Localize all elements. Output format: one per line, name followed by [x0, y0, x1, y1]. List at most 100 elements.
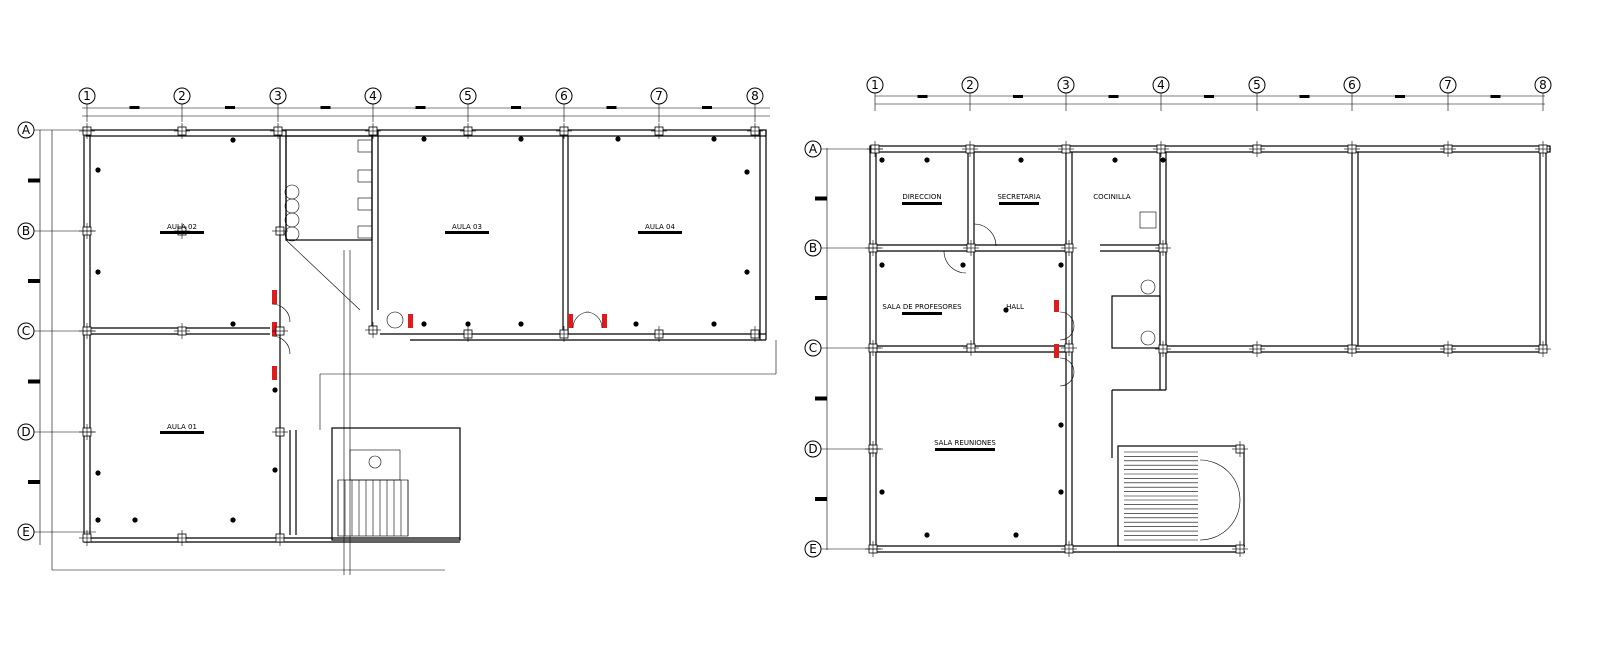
- ceiling-fixture: [272, 467, 278, 473]
- ceiling-fixture: [95, 269, 101, 275]
- ceiling-fixture: [230, 137, 236, 143]
- ceiling-fixture: [95, 167, 101, 173]
- ceiling-fixture: [1058, 262, 1064, 268]
- svg-text:6: 6: [560, 89, 568, 103]
- ceiling-fixture: [95, 470, 101, 476]
- grid-axis-letter: A: [17, 121, 35, 139]
- ceiling-fixture: [615, 136, 621, 142]
- grid-axis-letter: C: [804, 339, 822, 357]
- grid-axis-number: 5: [459, 87, 477, 105]
- ceiling-fixture: [879, 157, 885, 163]
- svg-text:3: 3: [1062, 78, 1070, 92]
- ceiling-fixture: [633, 321, 639, 327]
- ceiling-fixture: [272, 387, 278, 393]
- grid-axis-letter: B: [804, 239, 822, 257]
- grid-axis-number: 1: [866, 76, 884, 94]
- room-label: AULA 04: [645, 223, 675, 231]
- svg-text:5: 5: [1253, 78, 1261, 92]
- ceiling-fixture: [518, 321, 524, 327]
- ceiling-fixture: [421, 321, 427, 327]
- ceiling-fixture: [924, 157, 930, 163]
- svg-text:A: A: [809, 142, 818, 156]
- ceiling-fixture: [1160, 157, 1166, 163]
- room-label: AULA 01: [167, 423, 197, 431]
- grid-axis-letter: A: [804, 140, 822, 158]
- ceiling-fixture: [1018, 157, 1024, 163]
- svg-text:2: 2: [178, 89, 186, 103]
- grid-axis-number: 2: [961, 76, 979, 94]
- grid-axis-letter: E: [17, 523, 35, 541]
- ceiling-fixture: [879, 262, 885, 268]
- svg-text:C: C: [809, 341, 817, 355]
- svg-text:B: B: [22, 224, 30, 238]
- room-label: COCINILLA: [1093, 193, 1131, 201]
- svg-text:1: 1: [83, 89, 91, 103]
- ceiling-fixture: [924, 532, 930, 538]
- plan-left: AULA 02 AULA 03 AULA 04 AULA 01 1 2 3 4 5 6 7 8…: [17, 87, 777, 575]
- grid-axis-number: 8: [1534, 76, 1552, 94]
- svg-text:3: 3: [274, 89, 282, 103]
- plan-right: DIRECCION SECRETARIA COCINILLA SALA DE P…: [804, 76, 1552, 558]
- room-label: DIRECCION: [902, 193, 941, 201]
- ceiling-fixture: [230, 321, 236, 327]
- svg-text:8: 8: [751, 89, 759, 103]
- room-label: SECRETARIA: [997, 193, 1040, 201]
- ceiling-fixture: [95, 517, 101, 523]
- ceiling-fixture: [1058, 422, 1064, 428]
- ceiling-fixture: [421, 136, 427, 142]
- ceiling-fixture: [744, 169, 750, 175]
- ceiling-fixture: [230, 517, 236, 523]
- grid-axis-number: 4: [364, 87, 382, 105]
- room-label: AULA 03: [452, 223, 482, 231]
- ceiling-fixture: [960, 262, 966, 268]
- svg-text:5: 5: [464, 89, 472, 103]
- room-label: SALA REUNIONES: [934, 439, 996, 447]
- grid-axis-letter: E: [804, 540, 822, 558]
- svg-text:A: A: [22, 123, 31, 137]
- ceiling-fixture: [1112, 157, 1118, 163]
- grid-axis-number: 3: [1057, 76, 1075, 94]
- svg-text:4: 4: [1157, 78, 1165, 92]
- svg-text:1: 1: [871, 78, 879, 92]
- grid-axis-number: 3: [269, 87, 287, 105]
- grid-axis-number: 1: [78, 87, 96, 105]
- grid-axis-number: 2: [173, 87, 191, 105]
- ceiling-fixture: [879, 489, 885, 495]
- svg-text:7: 7: [1444, 78, 1452, 92]
- svg-text:4: 4: [369, 89, 377, 103]
- ceiling-fixture: [518, 136, 524, 142]
- svg-text:D: D: [808, 442, 817, 456]
- grid-axis-number: 8: [746, 87, 764, 105]
- grid-axis-number: 4: [1152, 76, 1170, 94]
- ceiling-fixture: [1058, 489, 1064, 495]
- room-label: AULA 02: [167, 223, 197, 231]
- room-label: HALL: [1006, 303, 1024, 311]
- ceiling-fixture: [1003, 307, 1009, 313]
- svg-text:2: 2: [966, 78, 974, 92]
- svg-text:B: B: [809, 241, 817, 255]
- svg-text:D: D: [21, 425, 30, 439]
- svg-text:C: C: [22, 324, 30, 338]
- grid-axis-number: 5: [1248, 76, 1266, 94]
- ceiling-fixture: [132, 517, 138, 523]
- svg-text:E: E: [809, 542, 817, 556]
- ceiling-fixture: [1013, 532, 1019, 538]
- grid-axis-number: 6: [555, 87, 573, 105]
- grid-axis-letter: B: [17, 222, 35, 240]
- grid-axis-number: 7: [1439, 76, 1457, 94]
- ceiling-fixture: [711, 321, 717, 327]
- grid-axis-number: 7: [650, 87, 668, 105]
- ceiling-fixture: [465, 321, 471, 327]
- ceiling-fixture: [744, 269, 750, 275]
- svg-text:6: 6: [1348, 78, 1356, 92]
- ceiling-fixture: [711, 136, 717, 142]
- room-label: SALA DE PROFESORES: [882, 303, 962, 311]
- svg-text:E: E: [22, 525, 30, 539]
- svg-text:7: 7: [655, 89, 663, 103]
- grid-axis-number: 6: [1343, 76, 1361, 94]
- grid-axis-letter: D: [17, 423, 35, 441]
- grid-axis-letter: D: [804, 440, 822, 458]
- grid-axis-letter: C: [17, 322, 35, 340]
- svg-text:8: 8: [1539, 78, 1547, 92]
